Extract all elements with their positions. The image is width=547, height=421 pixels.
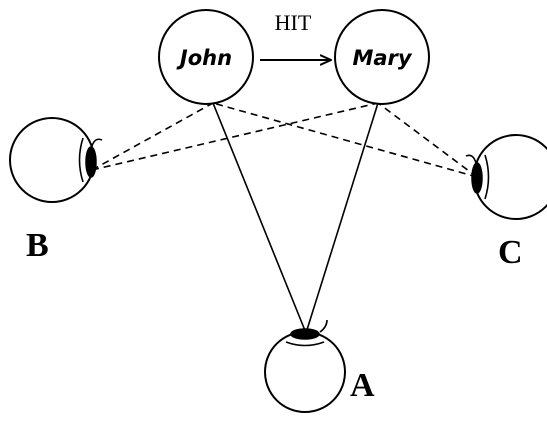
viewer-b-label: B xyxy=(26,227,49,264)
agent-label: John xyxy=(176,46,232,70)
patient-circle xyxy=(334,9,430,105)
sight-line-b-mary xyxy=(91,102,379,171)
viewer-a-label: A xyxy=(350,367,375,404)
patient-node: Mary xyxy=(334,9,430,105)
sight-line-c-mary xyxy=(377,102,478,178)
patient-label: Mary xyxy=(352,46,412,70)
eye-icon xyxy=(9,117,103,203)
agent-node: John xyxy=(158,9,254,105)
eye-icon xyxy=(264,319,346,413)
action-relation: HIT xyxy=(260,10,331,60)
viewer-c-label: C xyxy=(498,234,523,271)
action-label: HIT xyxy=(275,10,312,35)
viewer-a: A xyxy=(264,319,375,413)
eye-icon xyxy=(465,134,547,220)
agent-circle xyxy=(158,9,254,105)
sight-line-a-john xyxy=(212,102,307,334)
viewer-c: C xyxy=(465,134,547,271)
viewer-b: B xyxy=(9,117,103,264)
sight-line-c-john xyxy=(212,102,478,178)
sight-line-b-john xyxy=(91,102,214,171)
sight-line-a-mary xyxy=(305,102,379,334)
